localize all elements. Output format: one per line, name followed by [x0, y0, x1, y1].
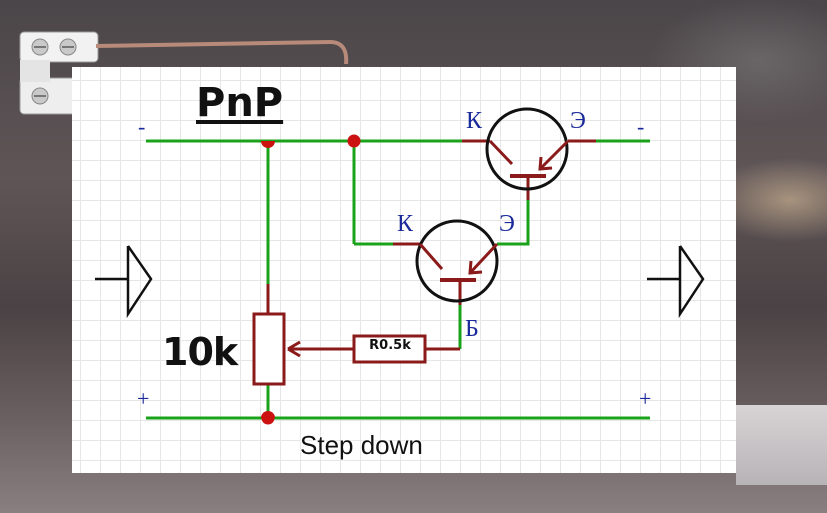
pin-label-collector-top: К	[466, 108, 483, 134]
output-symbol	[647, 245, 705, 319]
junction-dot	[261, 141, 275, 148]
bench-plate	[736, 405, 827, 485]
wires	[146, 139, 650, 420]
transistor-top	[485, 107, 570, 191]
caption: Step down	[300, 430, 423, 460]
schematic-board	[72, 67, 736, 473]
polarity-top-right: -	[637, 114, 645, 139]
pin-label-base-bottom: Б	[465, 316, 479, 342]
pin-label-emitter-top: Э	[570, 108, 586, 134]
pin-label-emitter-bottom: Э	[499, 211, 515, 237]
schematic-title: PnP	[196, 80, 284, 126]
polarity-top-left: -	[138, 114, 146, 139]
polarity-bottom-left: +	[137, 386, 150, 411]
junction-dot	[347, 134, 361, 148]
potentiometer	[252, 312, 301, 386]
polarity-bottom-right: +	[639, 386, 652, 411]
resistor-value: R0.5k	[369, 338, 411, 353]
transistor-bottom	[415, 219, 499, 303]
copper-wire	[95, 39, 349, 65]
pin-label-collector-bottom: К	[397, 211, 414, 237]
junction-dot	[261, 411, 275, 425]
input-symbol	[95, 245, 153, 319]
potentiometer-value: 10k	[162, 330, 238, 374]
resistor	[352, 334, 427, 364]
component-leads	[266, 139, 596, 351]
